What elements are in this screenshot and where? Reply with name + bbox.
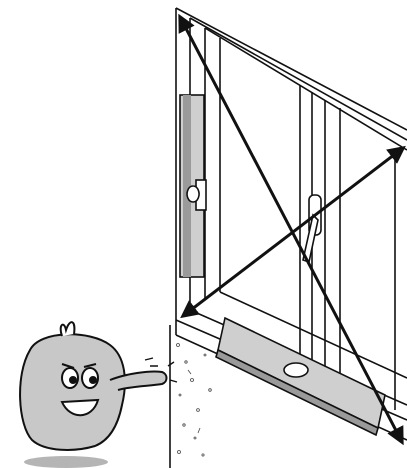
wall-section: [169, 325, 212, 468]
mascot-shadow: [24, 456, 108, 468]
diagonal-arrow-2: [180, 145, 406, 319]
vertical-spirit-level: [179, 94, 207, 278]
mascot-arm: [109, 370, 168, 391]
mascot-character: [19, 321, 178, 468]
diagonal-arrows: [178, 13, 406, 446]
mascot-body: [19, 333, 126, 451]
